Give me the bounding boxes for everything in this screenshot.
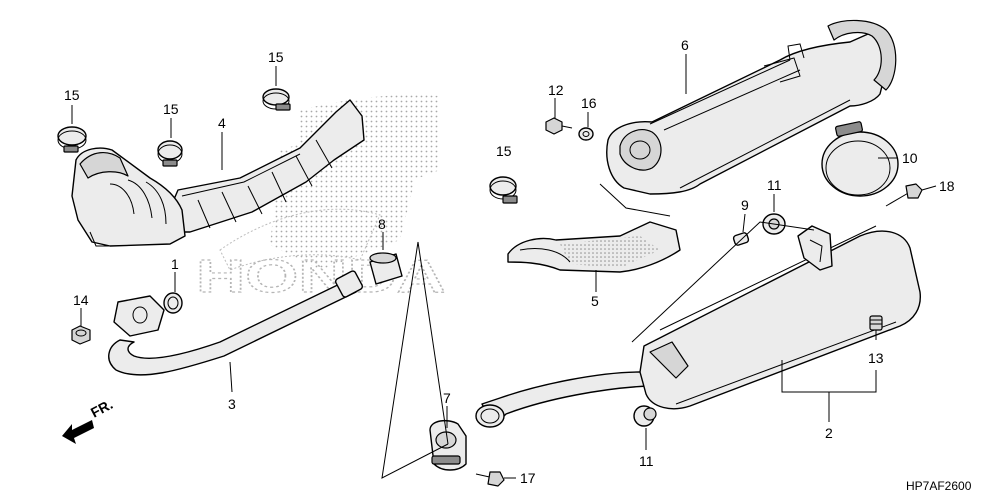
drawing-code: HP7AF2600 bbox=[906, 479, 972, 493]
pipe-cover-part bbox=[71, 147, 186, 247]
muffler-inlet-pipe bbox=[475, 371, 649, 428]
nut-part-14 bbox=[71, 325, 91, 345]
bolt-part-18 bbox=[885, 183, 923, 207]
bolt-part-17 bbox=[475, 471, 505, 487]
washer-part-16 bbox=[578, 127, 594, 141]
clamp-15-left bbox=[57, 126, 87, 153]
callout-14: 14 bbox=[73, 292, 89, 308]
callout-10: 10 bbox=[902, 150, 918, 166]
callout-12: 12 bbox=[548, 82, 564, 98]
callout-5: 5 bbox=[591, 293, 599, 309]
callout-18: 18 bbox=[939, 178, 955, 194]
bolt-part-12 bbox=[545, 117, 573, 135]
muffler-part-2 bbox=[639, 225, 921, 410]
shield-part-5 bbox=[507, 221, 681, 273]
exhaust-pipe-part-3 bbox=[108, 270, 364, 376]
callout-16: 16 bbox=[581, 95, 597, 111]
band-clamp-part-10 bbox=[821, 121, 899, 197]
front-direction-indicator: FR. bbox=[62, 396, 115, 444]
callout-1: 1 bbox=[171, 256, 179, 272]
grommet-part-11-lower bbox=[633, 405, 657, 427]
clamp-15-right bbox=[489, 176, 518, 204]
gasket-part-1 bbox=[163, 292, 183, 314]
callout-11: 11 bbox=[767, 177, 782, 193]
gasket-part-8 bbox=[369, 252, 403, 285]
callout-7: 7 bbox=[443, 390, 451, 406]
callout-15: 15 bbox=[64, 87, 80, 103]
callout-15: 15 bbox=[268, 49, 284, 65]
callout-17: 17 bbox=[520, 470, 536, 486]
callout-6: 6 bbox=[681, 37, 689, 53]
muffler-protector-part-6 bbox=[606, 19, 897, 195]
front-label: FR. bbox=[88, 396, 115, 421]
callout-8: 8 bbox=[378, 216, 386, 232]
callout-15: 15 bbox=[163, 101, 179, 117]
callout-15: 15 bbox=[496, 143, 512, 159]
callout-4: 4 bbox=[218, 115, 226, 131]
joint-clamp-part-7 bbox=[429, 419, 467, 471]
callout-9: 9 bbox=[741, 197, 749, 213]
clamp-15-middle bbox=[157, 140, 183, 167]
callout-3: 3 bbox=[228, 396, 236, 412]
callout-11: 11 bbox=[639, 453, 654, 469]
callout-2: 2 bbox=[825, 425, 833, 441]
callout-numbers: 15 15 15 15 4 1 14 3 8 7 17 12 16 6 10 5… bbox=[64, 37, 955, 486]
wing-outline-icon bbox=[219, 208, 381, 271]
clamp-15-top bbox=[262, 88, 291, 111]
leader-lines bbox=[71, 54, 937, 479]
callout-13: 13 bbox=[868, 350, 884, 366]
plug-part-13 bbox=[869, 315, 883, 331]
heat-shield-part-4 bbox=[159, 99, 365, 233]
front-arrow-icon bbox=[62, 420, 94, 444]
